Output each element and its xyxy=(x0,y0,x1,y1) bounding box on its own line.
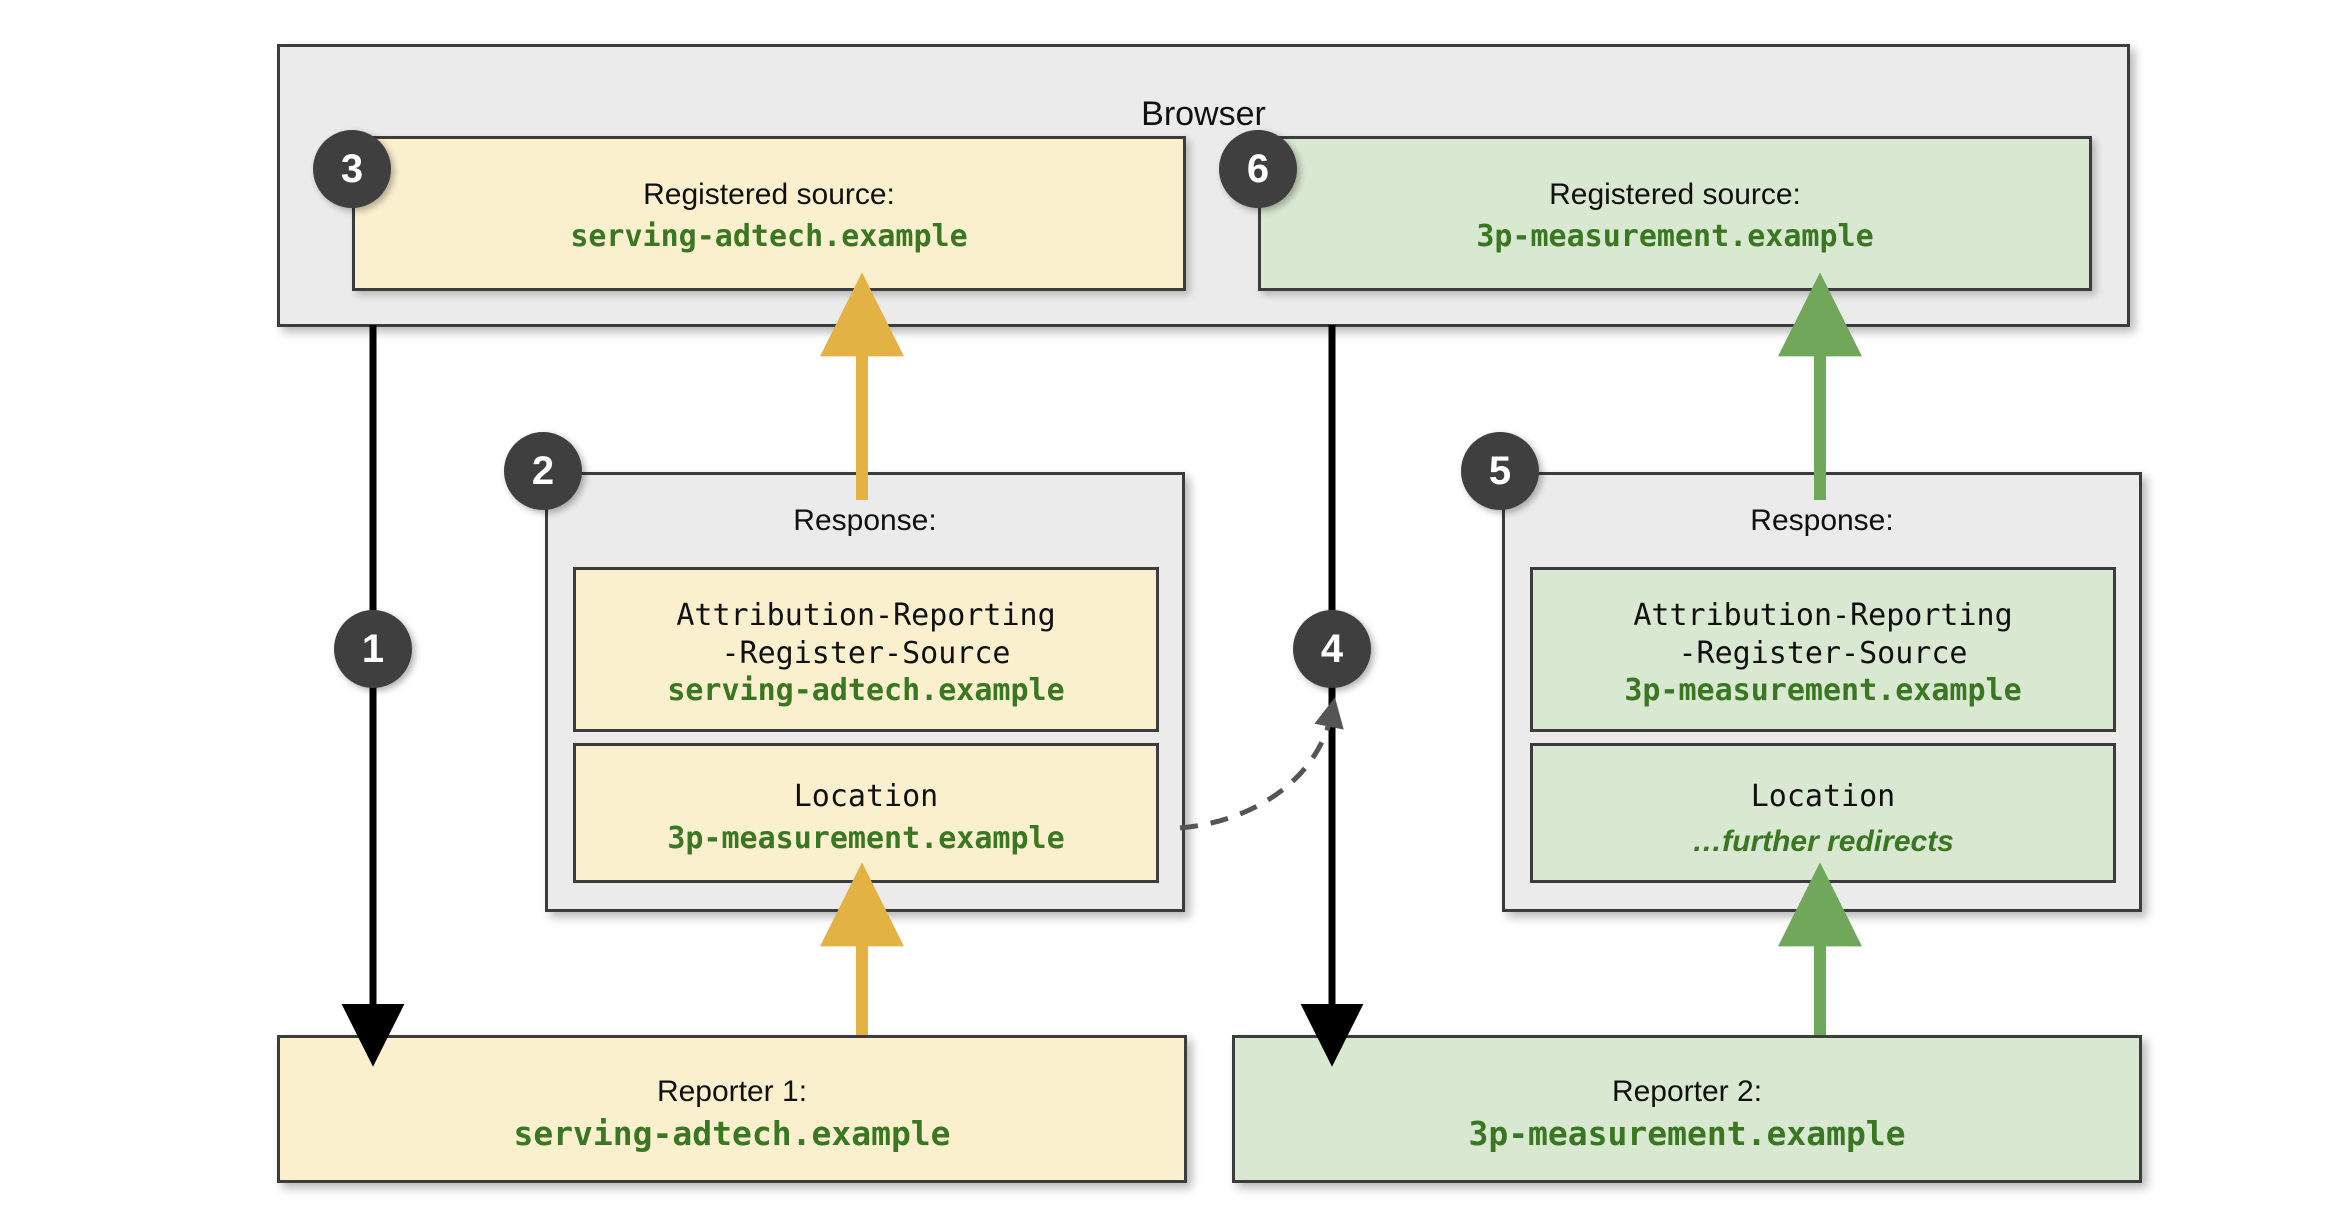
response-header-register-source-2: Attribution-Reporting -Register-Source s… xyxy=(573,567,1159,732)
header-value-location-5: …further redirects xyxy=(1692,825,1954,858)
header-name-location-2: Location xyxy=(793,779,939,814)
step-circle-5-label: 5 xyxy=(1488,448,1512,493)
registered-source-heading-2: Registered source: xyxy=(1549,178,1801,211)
reporter-value-1: serving-adtech.example xyxy=(513,1114,951,1153)
reporter-heading-1: Reporter 1: xyxy=(656,1075,808,1108)
reporter-value-2: 3p-measurement.example xyxy=(1468,1114,1906,1153)
step-circle-2-label: 2 xyxy=(531,448,555,493)
reporter-box-2: Reporter 2: 3p-measurement.example xyxy=(1232,1035,2142,1183)
step-circle-2: 2 xyxy=(504,432,582,510)
header-value-location-2: 3p-measurement.example xyxy=(667,821,1065,856)
step-circle-1-label: 1 xyxy=(361,626,385,671)
header-name-location-5: Location xyxy=(1750,779,1896,814)
step-circle-6: 6 xyxy=(1219,130,1297,208)
response-heading-2: Response: xyxy=(793,504,937,537)
response-header-register-source-5: Attribution-Reporting -Register-Source 3… xyxy=(1530,567,2116,732)
step-circle-6-label: 6 xyxy=(1246,146,1270,191)
header-value-register-source-5: 3p-measurement.example xyxy=(1624,673,2022,708)
response-panel-2: Response: Attribution-Reporting -Registe… xyxy=(545,472,1185,912)
browser-title: Browser xyxy=(1141,95,1266,133)
registered-source-value-1: serving-adtech.example xyxy=(570,219,968,254)
registered-source-box-serving-adtech: Registered source: serving-adtech.exampl… xyxy=(352,136,1186,291)
step-circle-1: 1 xyxy=(334,610,412,688)
header-value-register-source-2: serving-adtech.example xyxy=(667,673,1065,708)
registered-source-box-3p-measurement: Registered source: 3p-measurement.exampl… xyxy=(1258,136,2092,291)
registered-source-value-2: 3p-measurement.example xyxy=(1476,219,1874,254)
response-panel-5: Response: Attribution-Reporting -Registe… xyxy=(1502,472,2142,912)
step-circle-4-label: 4 xyxy=(1320,626,1344,671)
step-circle-4: 4 xyxy=(1293,610,1371,688)
step-circle-5: 5 xyxy=(1461,432,1539,510)
header-name-register-source-2: Attribution-Reporting -Register-Source xyxy=(676,598,1056,671)
step-circle-3: 3 xyxy=(313,130,391,208)
reporter-heading-2: Reporter 2: xyxy=(1611,1075,1763,1108)
response-header-location-2: Location 3p-measurement.example xyxy=(573,743,1159,883)
step-circle-3-label: 3 xyxy=(340,146,364,191)
reporter-box-1: Reporter 1: serving-adtech.example xyxy=(277,1035,1187,1183)
registered-source-heading-1: Registered source: xyxy=(643,178,895,211)
response-heading-5: Response: xyxy=(1750,504,1894,537)
header-name-register-source-5: Attribution-Reporting -Register-Source xyxy=(1633,598,2013,671)
